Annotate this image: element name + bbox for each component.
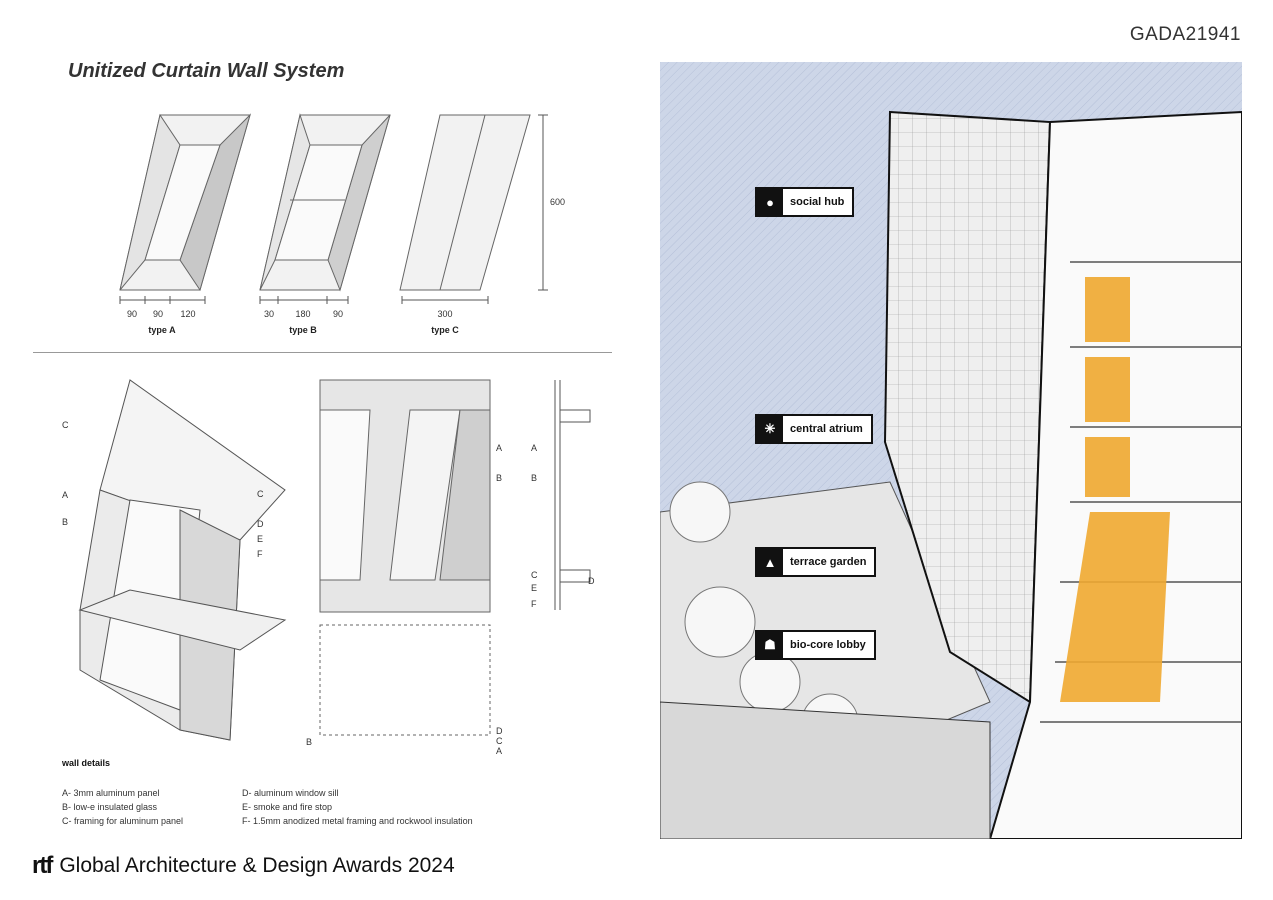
type-a-label: type A: [148, 325, 176, 335]
panel-type-b: [259, 113, 391, 292]
bottom-label-c: C: [496, 736, 503, 746]
lobby-icon: ☗: [757, 632, 783, 658]
iso-label-a: A: [62, 490, 68, 500]
type-b-label: type B: [289, 325, 317, 335]
sec-label-a: A: [531, 443, 537, 453]
legend-item: C- framing for aluminum panel: [62, 816, 184, 826]
board-title: Unitized Curtain Wall System: [68, 60, 345, 82]
callout-label: bio-core lobby: [790, 639, 866, 651]
dim-b-3: 90: [333, 309, 343, 319]
height-dim: 600: [550, 197, 565, 207]
sec-label-d: D: [588, 576, 595, 586]
elev-label-a: A: [496, 443, 502, 453]
people-icon: ●: [757, 189, 783, 215]
legend-item: B- low-e insulated glass: [62, 802, 158, 812]
tower-facade: [883, 110, 1052, 704]
entry-code: GADA21941: [1129, 24, 1241, 45]
legend-col-1: A- 3mm aluminum panel B- low-e insulated…: [62, 786, 183, 828]
iso-label-d: D: [257, 519, 264, 529]
footer: rtf Global Architecture & Design Awards …: [32, 852, 455, 880]
callout-label: terrace garden: [790, 556, 867, 568]
type-c-label: type C: [431, 325, 459, 335]
elevation: [319, 379, 491, 736]
building-section-render: [660, 62, 1242, 839]
dim-b-2: 180: [295, 309, 310, 319]
section: [554, 380, 591, 610]
legend-item: F- 1.5mm anodized metal framing and rock…: [242, 816, 473, 826]
sec-label-c: C: [531, 570, 538, 580]
sec-label-f: F: [531, 599, 537, 609]
sec-label-b: B: [531, 473, 537, 483]
tree-icon: ▲: [757, 549, 783, 575]
elev-label-b: B: [496, 473, 502, 483]
callout-terrace-garden: ▲ terrace garden: [755, 547, 877, 577]
wall-details-drawing: C A B C D E F A B A B C D E F B D C A: [62, 379, 595, 756]
bottom-label-b: B: [306, 737, 312, 747]
rtf-logo: rtf: [32, 852, 53, 879]
network-icon: ✳: [757, 416, 783, 442]
footer-text: Global Architecture & Design Awards 2024: [59, 854, 455, 877]
legend-item: A- 3mm aluminum panel: [62, 788, 160, 798]
iso-label-e: E: [257, 534, 263, 544]
panel-type-c: [399, 114, 531, 291]
dimension-lines: [119, 114, 548, 304]
dim-b-1: 30: [264, 309, 274, 319]
sec-label-e: E: [531, 583, 537, 593]
legend-col-2: D- aluminum window sill E- smoke and fir…: [242, 786, 473, 828]
dim-a-2: 90: [153, 309, 163, 319]
bottom-label-d: D: [496, 726, 503, 736]
dim-a-1: 90: [127, 309, 137, 319]
dim-a-3: 120: [180, 309, 195, 319]
iso-label-c: C: [62, 420, 69, 430]
callout-social-hub: ● social hub: [755, 187, 855, 217]
isometric-panel: [78, 379, 287, 741]
dim-c-1: 300: [437, 309, 452, 319]
iso-label-b: B: [62, 517, 68, 527]
legend-title: wall details: [62, 758, 111, 768]
iso-label-f: F: [257, 549, 263, 559]
panel-types-drawing: 90 90 120 type A 30 180 90 type B 300 ty…: [119, 113, 565, 335]
callout-bio-core-lobby: ☗ bio-core lobby: [755, 630, 876, 660]
divider: [33, 352, 612, 353]
panel-type-a: [119, 113, 252, 292]
podium: [660, 701, 991, 839]
callout-label: central atrium: [790, 423, 863, 435]
iso-label-c2: C: [257, 489, 264, 499]
callout-central-atrium: ✳ central atrium: [755, 414, 873, 444]
legend-item: D- aluminum window sill: [242, 788, 339, 798]
legend-item: E- smoke and fire stop: [242, 802, 333, 812]
atrium-highlight: [1060, 277, 1170, 702]
bottom-label-a: A: [496, 746, 502, 756]
callout-label: social hub: [790, 196, 845, 208]
